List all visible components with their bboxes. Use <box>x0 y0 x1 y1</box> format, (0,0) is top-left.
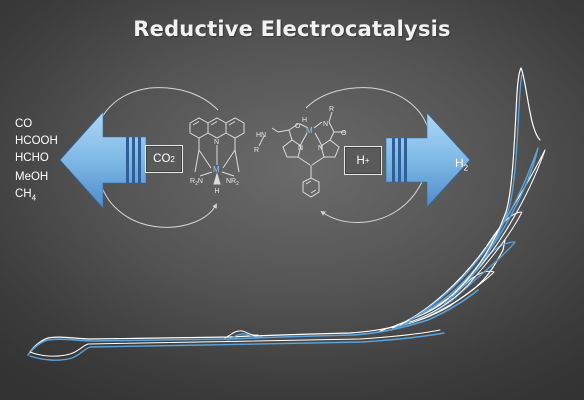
cv-traces <box>27 67 546 361</box>
left-molecule <box>189 117 245 185</box>
right-o-left: O <box>295 123 301 130</box>
proton-reduction-arrow <box>385 112 471 208</box>
right-r-top: R <box>329 106 334 113</box>
proton-superscript: + <box>364 156 370 165</box>
cv-trace-base-blue <box>27 289 479 356</box>
product-hcooh: HCOOH <box>15 135 58 147</box>
co2-reduction-arrow <box>59 111 147 209</box>
product-co: CO <box>15 118 33 130</box>
left-amine-right: NR2 <box>226 178 239 187</box>
right-n-top: N <box>323 121 328 128</box>
right-metal-label: M <box>306 126 313 135</box>
proton-substrate-box: H+ <box>344 146 382 175</box>
cv-peak <box>439 67 541 306</box>
cv-loop-1 <box>379 270 495 332</box>
co2-label: CO <box>153 153 171 165</box>
h2-subscript: 2 <box>463 163 469 173</box>
right-r-left: R <box>254 147 259 154</box>
cv-return-blue <box>29 332 445 361</box>
h2-main: H <box>455 156 464 170</box>
left-n-label: N <box>214 139 219 146</box>
left-cycle <box>59 87 219 228</box>
right-n-pyrrole-left: N <box>298 145 303 152</box>
left-metal-label: M <box>213 165 220 174</box>
right-molecule <box>258 111 345 198</box>
left-amine-left: R2N <box>190 178 203 187</box>
right-nh-label: HN <box>256 132 266 139</box>
product-ch4: CH4 <box>15 188 37 203</box>
product-hcho: HCHO <box>15 152 49 164</box>
right-n-pyrrole-right: N <box>318 145 323 152</box>
right-o-right: O <box>341 130 347 137</box>
product-meoh: MeOH <box>15 171 49 183</box>
right-cycle <box>305 87 471 223</box>
product-h2: H2 <box>455 156 468 172</box>
proton-label: H <box>356 154 365 167</box>
left-hydride: H <box>215 188 220 195</box>
right-hydride: H <box>302 117 307 124</box>
co2-subscript: 2 <box>170 154 175 164</box>
cv-return-white <box>29 329 441 357</box>
page-title: Reductive Electrocatalysis <box>133 17 451 41</box>
